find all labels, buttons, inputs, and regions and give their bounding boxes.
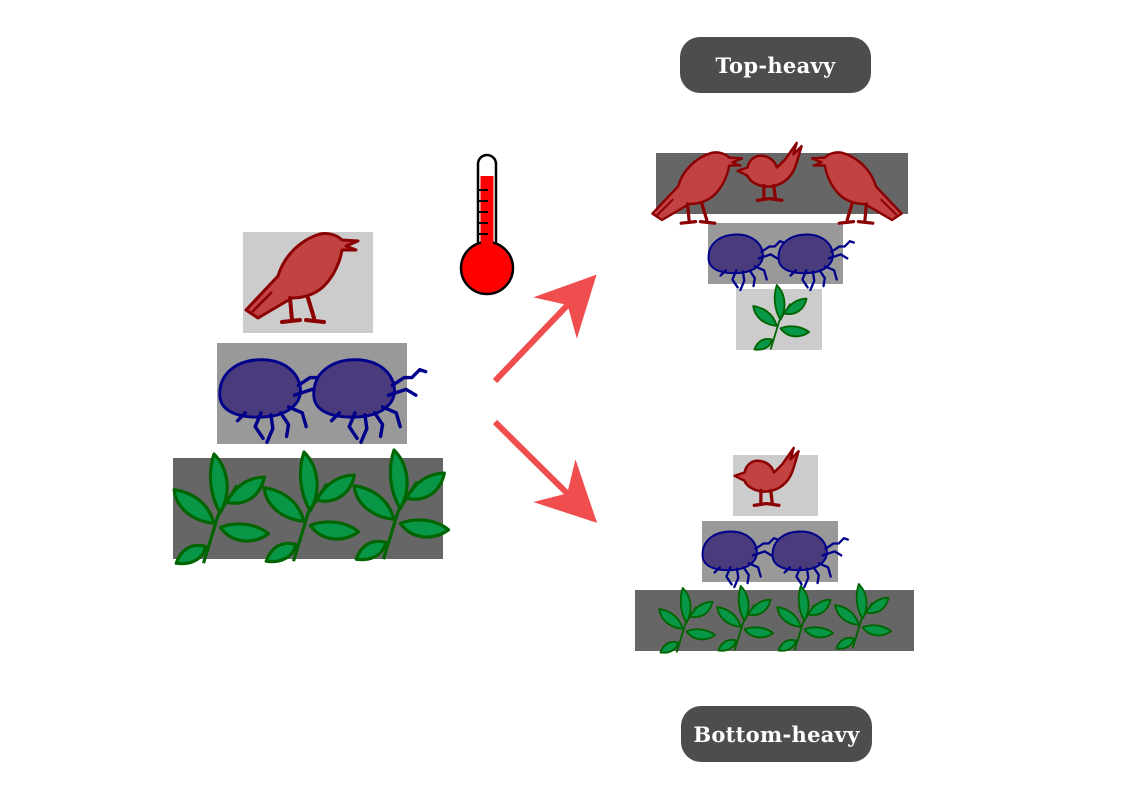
arrow-icon <box>492 419 598 523</box>
top-heavy-pyramid <box>650 141 908 351</box>
bottom-heavy-label: Bottom-heavy <box>681 706 872 762</box>
initial-pyramid <box>172 231 451 566</box>
arrow-icon <box>492 274 597 384</box>
thermometer-icon <box>459 153 515 296</box>
top-heavy-label: Top-heavy <box>680 37 871 93</box>
bottom-heavy-pyramid <box>635 446 914 654</box>
